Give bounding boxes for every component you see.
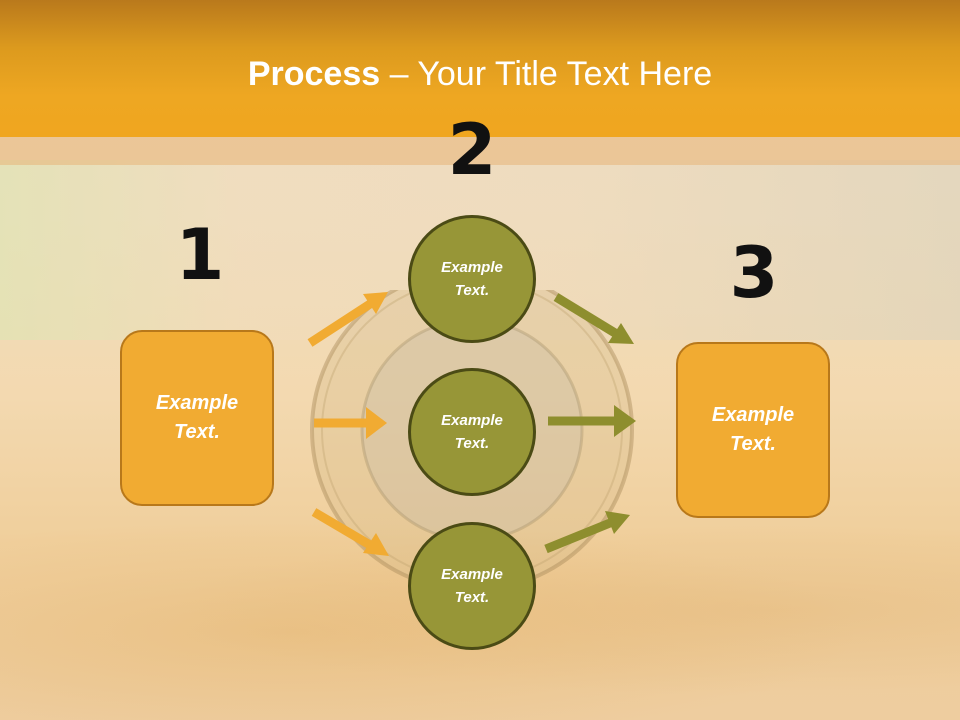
title-rest: – Your Title Text Here [380, 55, 713, 93]
arrow-from-bottom-circle [544, 511, 630, 554]
slide-title: Process – Your Title Text Here [0, 52, 960, 96]
middle-circle: Example Text. [408, 368, 536, 496]
right-process-box: Example Text. [676, 342, 830, 518]
step-number-3: 3 [729, 232, 779, 314]
left-process-box: Example Text. [120, 330, 274, 506]
step-number-2: 2 [447, 109, 497, 191]
header-bar [0, 0, 960, 137]
arrow-to-middle-circle [314, 407, 387, 439]
left-box-text: Example Text. [155, 392, 239, 443]
bottom-circle-text: Example Text. [441, 566, 503, 606]
header-strip [0, 137, 960, 165]
arrow-from-top-circle [553, 293, 634, 344]
bottom-circle: Example Text. [408, 522, 536, 650]
right-box-text: Example Text. [711, 404, 795, 455]
title-bold: Process [247, 55, 381, 93]
top-circle-text: Example Text. [441, 259, 503, 299]
middle-circle-text: Example Text. [441, 412, 503, 452]
top-circle: Example Text. [408, 215, 536, 343]
arrow-to-top-circle [307, 292, 388, 347]
step-number-1: 1 [175, 214, 225, 296]
arrow-to-bottom-circle [311, 508, 389, 556]
arrow-from-middle-circle [548, 405, 636, 437]
